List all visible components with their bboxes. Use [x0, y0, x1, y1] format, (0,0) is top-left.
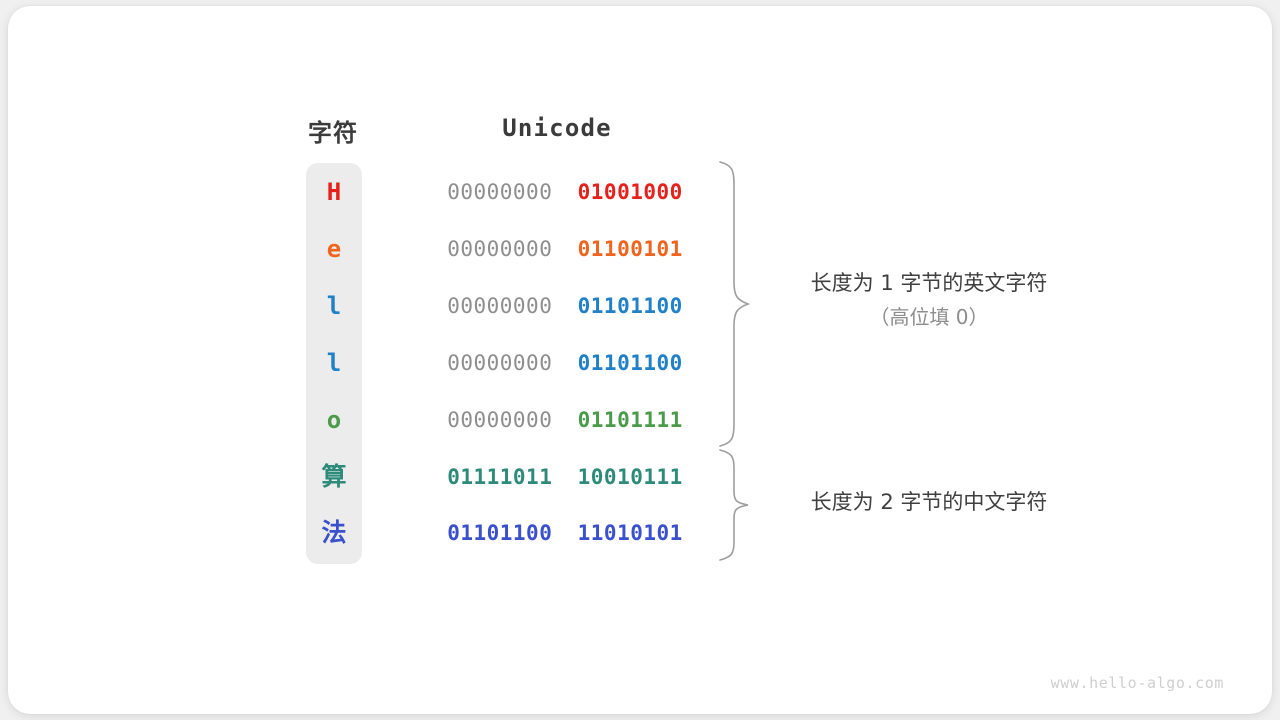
annotation-english-bytes: 长度为 1 字节的英文字符 （高位填 0） — [768, 266, 1090, 334]
binary-low-byte: 01101111 — [577, 407, 683, 432]
character-cell: o — [326, 405, 342, 434]
column-header-character: 字符 — [308, 120, 358, 147]
byte-separator — [552, 294, 577, 318]
binary-high-byte: 00000000 — [447, 350, 553, 375]
byte-separator — [552, 180, 577, 204]
character-cell: l — [326, 291, 342, 320]
binary-row: 00000000 01101100 — [420, 348, 710, 378]
binary-low-byte: 11010101 — [577, 521, 683, 546]
character-cell: e — [326, 234, 342, 263]
annotation-chinese-bytes: 长度为 2 字节的中文字符 — [768, 485, 1090, 519]
binary-row: 01101100 11010101 — [420, 518, 710, 548]
binary-high-byte: 00000000 — [447, 236, 553, 261]
binary-low-byte: 10010111 — [577, 464, 683, 489]
character-cell: 法 — [321, 518, 347, 548]
byte-separator — [552, 521, 577, 545]
byte-separator — [552, 351, 577, 375]
binary-high-byte: 00000000 — [447, 407, 553, 432]
watermark: www.hello-algo.com — [1050, 674, 1224, 692]
annotation-chinese-line1: 长度为 2 字节的中文字符 — [810, 490, 1048, 514]
character-cell: H — [326, 178, 342, 206]
byte-separator — [552, 465, 577, 489]
character-cell: l — [326, 348, 342, 377]
annotation-english-line1: 长度为 1 字节的英文字符 — [810, 271, 1048, 295]
binary-low-byte: 01001000 — [577, 180, 683, 204]
binary-row: 01111011 10010111 — [420, 462, 710, 492]
binary-row: 00000000 01101111 — [420, 405, 710, 435]
column-header-unicode: Unicode — [502, 114, 612, 142]
binary-high-byte: 00000000 — [447, 180, 553, 204]
binary-row: 00000000 01001000 — [420, 177, 710, 207]
annotation-english-line2: （高位填 0） — [869, 305, 989, 329]
binary-low-byte: 01101100 — [577, 350, 683, 375]
binary-low-byte: 01101100 — [577, 293, 683, 318]
character-cell: 算 — [321, 461, 347, 491]
binary-high-byte: 01111011 — [447, 464, 553, 489]
binary-row: 00000000 01101100 — [420, 291, 710, 321]
binary-high-byte: 00000000 — [447, 293, 553, 318]
page-card — [8, 6, 1272, 714]
binary-high-byte: 01101100 — [447, 521, 553, 546]
byte-separator — [552, 408, 577, 432]
binary-row: 00000000 01100101 — [420, 234, 710, 264]
byte-separator — [552, 237, 577, 261]
binary-low-byte: 01100101 — [577, 236, 683, 261]
